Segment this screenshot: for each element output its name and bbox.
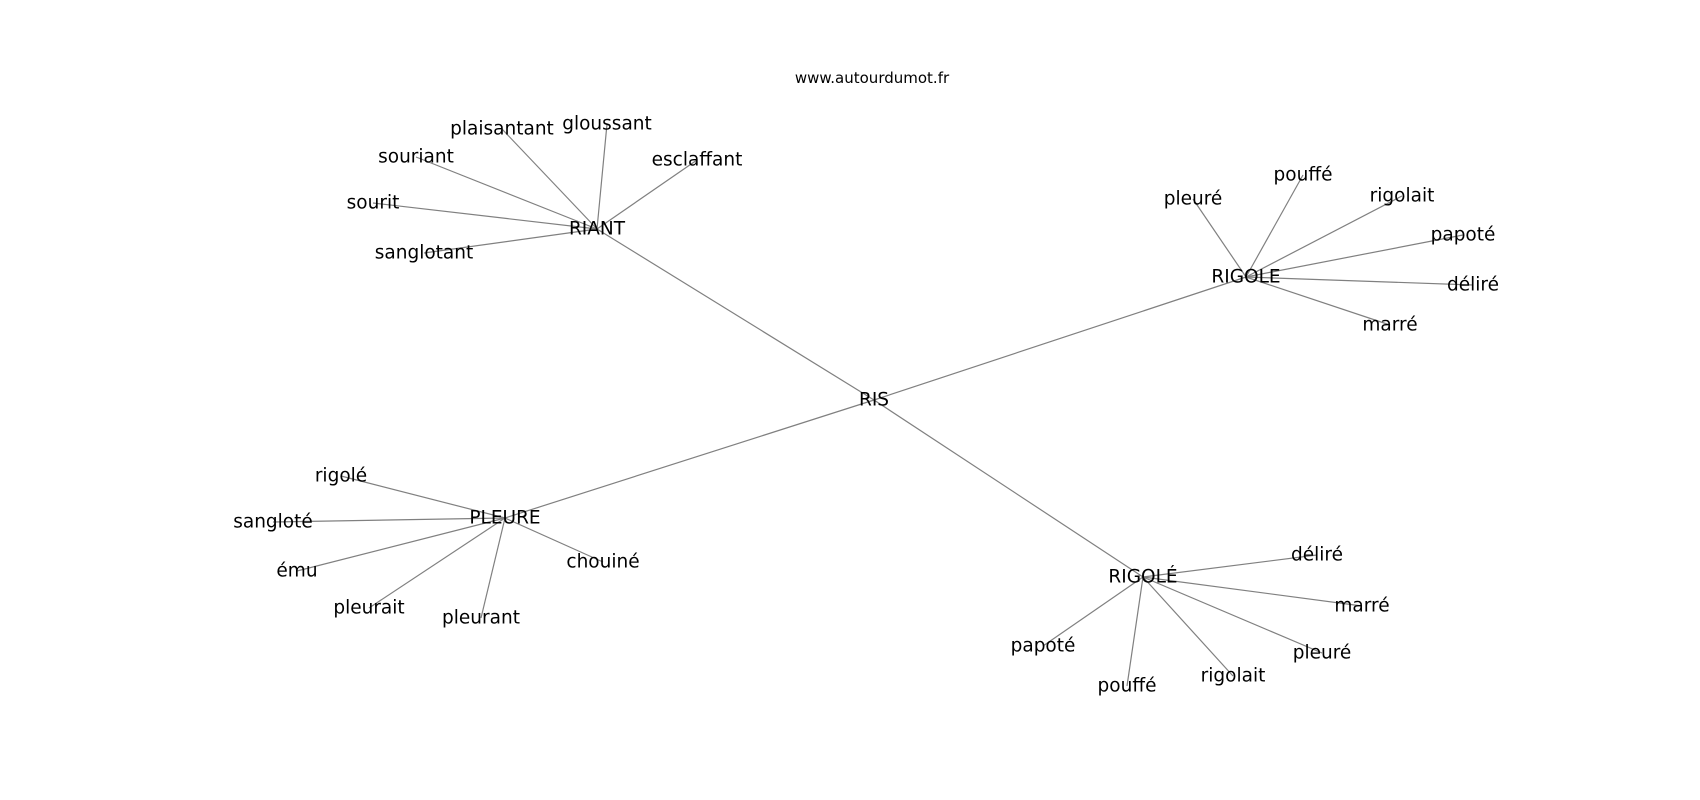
word-node[interactable]: sanglotant: [375, 243, 473, 264]
word-node[interactable]: marré: [1362, 315, 1417, 336]
edge-hub-word: [1142, 576, 1363, 607]
word-node[interactable]: papoté: [1011, 636, 1076, 657]
edge-hub-word: [1192, 198, 1247, 278]
word-node[interactable]: marré: [1334, 596, 1389, 617]
word-node[interactable]: déliré: [1447, 275, 1499, 296]
word-node[interactable]: pouffé: [1274, 165, 1333, 186]
word-node[interactable]: ému: [276, 561, 317, 582]
word-node[interactable]: pleurant: [442, 608, 520, 629]
edge-hub-word: [1126, 576, 1144, 687]
word-node[interactable]: papoté: [1431, 225, 1496, 246]
edge-hub-word: [1245, 174, 1304, 278]
edge-center-hub: [873, 276, 1247, 401]
hub-node[interactable]: RIANT: [569, 219, 626, 240]
edge-hub-word: [296, 517, 506, 572]
word-node[interactable]: gloussant: [562, 114, 652, 135]
word-node[interactable]: rigolé: [315, 466, 367, 487]
word-node[interactable]: plaisantant: [450, 119, 554, 140]
word-node[interactable]: esclaffant: [652, 150, 743, 171]
site-watermark: www.autourdumot.fr: [795, 69, 950, 87]
word-node[interactable]: sangloté: [233, 512, 313, 533]
edge-hub-word: [501, 128, 598, 230]
edge-hub-word: [368, 517, 506, 609]
edge-hub-word: [423, 228, 598, 254]
edge-center-hub: [596, 228, 875, 401]
edge-hub-word: [596, 159, 698, 230]
word-node[interactable]: rigolait: [1370, 186, 1435, 207]
hub-node[interactable]: RIGOLÉ: [1108, 566, 1177, 588]
word-node[interactable]: pleurait: [333, 598, 404, 619]
edge-hub-word: [1245, 195, 1403, 278]
edge-hub-word: [372, 202, 598, 230]
edge-hub-word: [596, 123, 608, 230]
edge-hub-word: [1245, 276, 1391, 326]
edge-hub-word: [1042, 576, 1144, 647]
edge-hub-word: [1245, 234, 1464, 278]
word-node[interactable]: pouffé: [1098, 676, 1157, 697]
edge-hub-word: [504, 517, 604, 563]
center-node[interactable]: RIS: [859, 390, 889, 411]
edge-hub-word: [340, 475, 506, 519]
word-node[interactable]: rigolait: [1201, 666, 1266, 687]
edge-hub-word: [1142, 576, 1323, 654]
edge-hub-word: [1142, 554, 1318, 578]
word-node[interactable]: sourit: [347, 193, 400, 214]
edge-hub-word: [1245, 276, 1474, 286]
word-node[interactable]: pleuré: [1164, 189, 1223, 210]
word-node[interactable]: pleuré: [1293, 643, 1352, 664]
hub-node[interactable]: PLEURE: [469, 508, 540, 529]
edge-center-hub: [873, 399, 1144, 578]
word-node[interactable]: souriant: [378, 147, 454, 168]
edge-hub-word: [480, 517, 506, 619]
edge-hub-word: [272, 517, 506, 523]
word-node[interactable]: chouiné: [566, 552, 639, 573]
hub-node[interactable]: RIGOLE: [1211, 267, 1280, 288]
edge-center-hub: [504, 399, 875, 519]
word-node[interactable]: déliré: [1291, 545, 1343, 566]
edge-hub-word: [1142, 576, 1234, 677]
edge-hub-word: [415, 156, 598, 230]
graph-edges: [272, 123, 1474, 687]
